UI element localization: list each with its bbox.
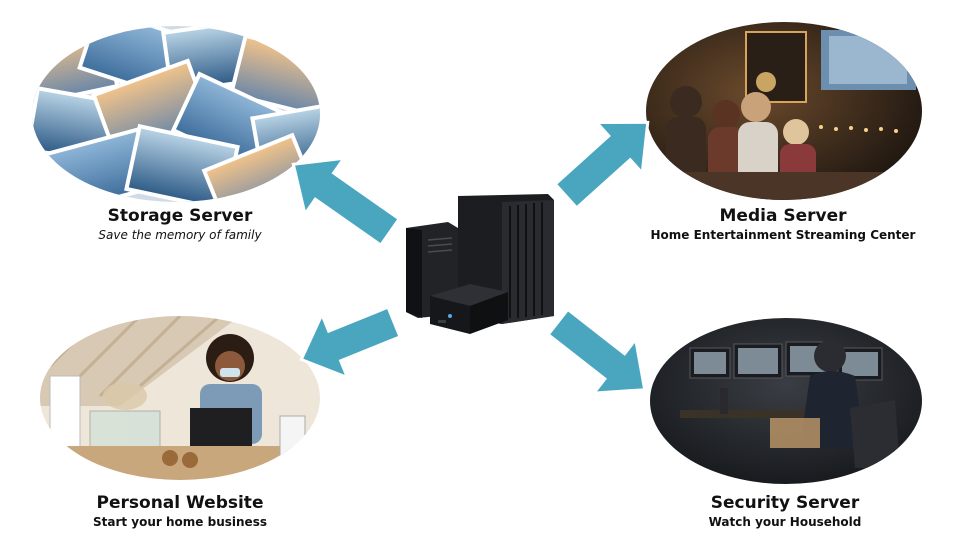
- personal-website-title: Personal Website: [96, 493, 264, 513]
- mini-pc-devices-icon: [398, 188, 560, 344]
- personal-website-photo: [40, 316, 320, 480]
- arrow-to-security-icon: [546, 307, 647, 395]
- media-server-subtitle: Home Entertainment Streaming Center: [650, 228, 916, 242]
- security-server-title: Security Server: [710, 493, 860, 513]
- security-server-caption: Security Server Watch your Household: [660, 493, 910, 530]
- storage-server-subtitle: Save the memory of family: [98, 228, 262, 242]
- arrow-to-media-icon: [553, 120, 650, 211]
- security-server-subtitle: Watch your Household: [708, 515, 862, 529]
- personal-website-subtitle: Start your home business: [93, 515, 267, 529]
- personal-website-caption: Personal Website Start your home busines…: [60, 493, 300, 530]
- media-server-title: Media Server: [719, 206, 847, 226]
- storage-server-caption: Storage Server Save the memory of family: [60, 206, 300, 243]
- arrow-to-website-icon: [299, 305, 402, 381]
- arrow-to-storage-icon: [291, 156, 402, 248]
- security-server-photo: [650, 318, 922, 484]
- media-server-caption: Media Server Home Entertainment Streamin…: [628, 206, 938, 243]
- storage-server-title: Storage Server: [107, 206, 253, 226]
